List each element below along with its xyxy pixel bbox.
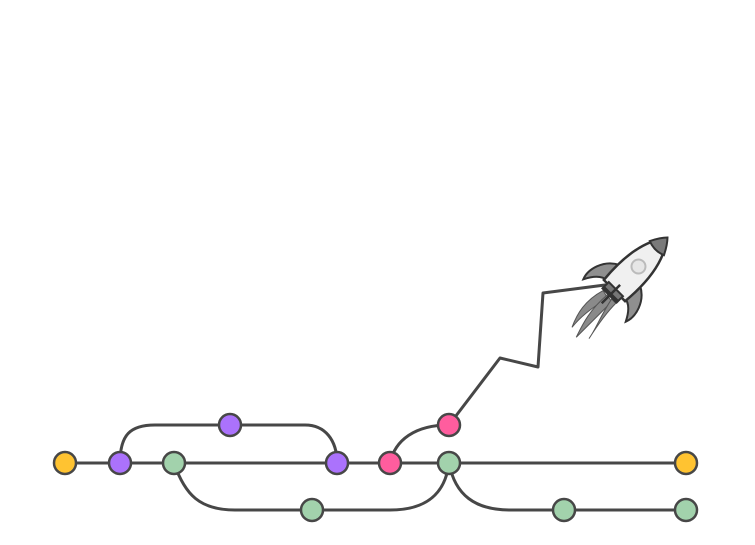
feature-branch-line (118, 423, 339, 465)
commit-node-develop (551, 497, 577, 523)
commit-node-feature (217, 412, 243, 438)
commits (52, 412, 699, 523)
commit-node-release (436, 412, 462, 438)
commit-node-develop (436, 450, 462, 476)
commit-node-main (673, 450, 699, 476)
commit-node-develop (161, 450, 187, 476)
commit-node-main (52, 450, 78, 476)
commit-node-release (377, 450, 403, 476)
launch-path-line (447, 283, 607, 427)
commit-node-feature (107, 450, 133, 476)
commit-node-develop (673, 497, 699, 523)
commit-node-develop (299, 497, 325, 523)
rocket-icon (571, 236, 669, 339)
commit-node-feature (324, 450, 350, 476)
